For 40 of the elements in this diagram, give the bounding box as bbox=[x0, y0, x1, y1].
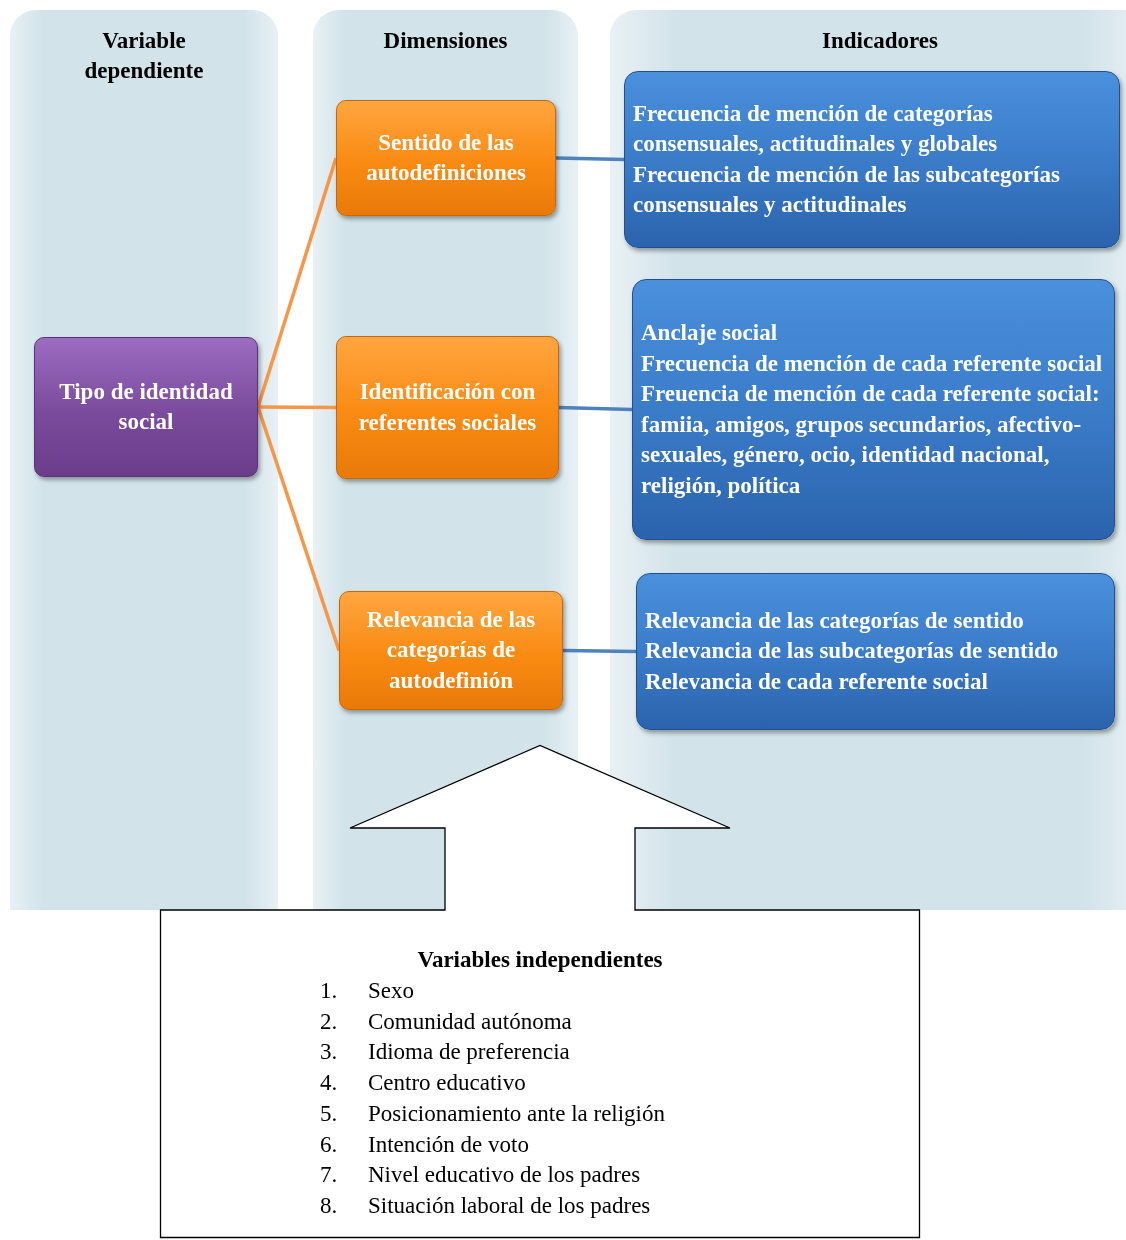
variable-box bbox=[34, 337, 258, 477]
box-label: Relevancia de las subcategorías de sentido bbox=[645, 637, 1059, 666]
list-item: 5. Posicionamiento ante la religión bbox=[320, 1099, 666, 1128]
column-heading: Indicadores bbox=[821, 27, 939, 55]
indicator-box bbox=[624, 71, 1120, 248]
dimension-box bbox=[336, 100, 556, 216]
box-label: Relevancia de las categorías de autodefinión bbox=[365, 605, 537, 695]
box-label: Anclaje social bbox=[641, 319, 778, 347]
dimension-box bbox=[339, 591, 563, 710]
callout-heading: Variables independientes bbox=[416, 946, 664, 974]
box-label: Sentido de las autodefiniciones bbox=[365, 128, 527, 187]
column-band bbox=[10, 10, 278, 910]
connector-line bbox=[555, 156, 625, 162]
connector-line bbox=[256, 157, 338, 408]
connector-line bbox=[256, 406, 341, 652]
box-label: Frecuencia de mención de las subcategorías consensuales y actitudinales bbox=[633, 160, 1061, 219]
box-label: Frecuencia de mención de cada referente social bbox=[641, 349, 1103, 378]
column-heading: Variable dependiente bbox=[83, 27, 205, 85]
list-item: 6. Intención de voto bbox=[320, 1130, 530, 1159]
indicator-box bbox=[632, 279, 1115, 540]
connector-line bbox=[562, 648, 637, 654]
box-label: Relevancia de las categorías de sentido bbox=[645, 606, 1024, 635]
list-item: 2. Comunidad autónoma bbox=[320, 1007, 573, 1036]
box-label: Identificación con referentes sociales bbox=[357, 378, 538, 437]
box-label: Frecuencia de mención de categorías consensuales, actitudinales y globales bbox=[633, 99, 999, 158]
column-band bbox=[313, 10, 578, 910]
list-item: 3. Idioma de preferencia bbox=[320, 1038, 571, 1067]
column-heading: Dimensiones bbox=[382, 27, 509, 55]
column-band bbox=[610, 10, 1126, 910]
box-label: Relevancia de cada referente social bbox=[645, 667, 988, 696]
list-item: 7. Nivel educativo de los padres bbox=[320, 1161, 642, 1190]
box-label: Tipo de identidad social bbox=[58, 377, 234, 436]
indicator-box bbox=[636, 573, 1115, 730]
list-item: 1. Sexo bbox=[320, 977, 415, 1005]
connector-line bbox=[558, 405, 633, 412]
list-item: 4. Centro educativo bbox=[320, 1069, 527, 1098]
box-label: Freuencia de mención de cada referente social: famiia, amigos, grupos secundarios, afectivo-sexuales, género, ocio, identidad nacional, religión, política bbox=[641, 380, 1101, 500]
list-item: 8. Situación laboral de los padres bbox=[320, 1191, 652, 1220]
connector-line bbox=[258, 405, 336, 410]
dimension-box bbox=[336, 336, 559, 479]
